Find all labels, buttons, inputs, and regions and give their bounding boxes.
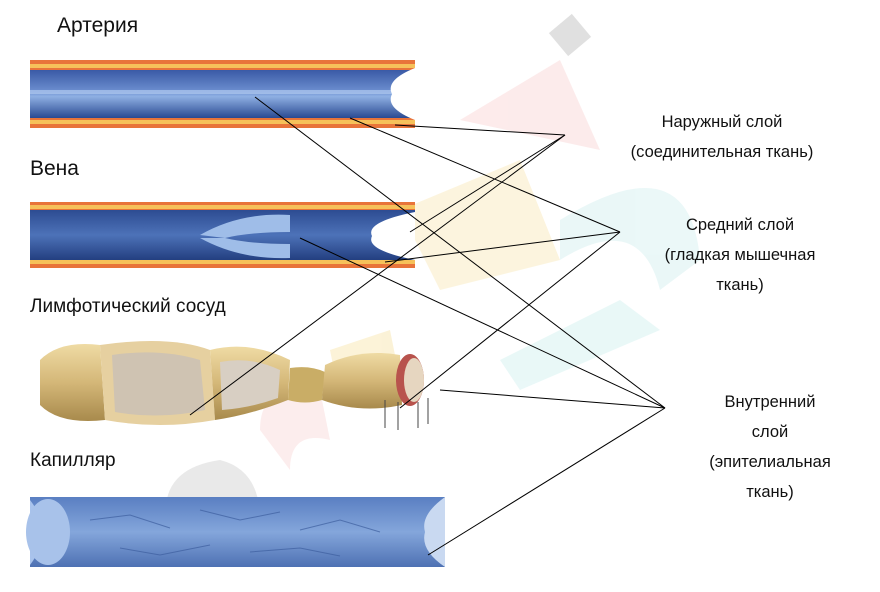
inner-layer-line3: (эпителиальная: [709, 453, 831, 471]
middle-layer-line1: Средний слой: [685, 216, 795, 234]
inner-layer-line4: ткань): [746, 483, 794, 501]
outer-layer-line2: (соединительная ткань): [630, 143, 814, 161]
inner-layer-line2: слой: [751, 423, 789, 441]
middle-layer-line2: (гладкая мышечная: [664, 246, 816, 264]
leader-lines: [189, 96, 666, 556]
label-outer-layer: Наружный слой (соединительная ткань): [607, 107, 837, 167]
vein-vessel: [30, 202, 415, 268]
artery-vessel: [30, 60, 415, 128]
label-inner-layer: Внутренний слой (эпителиальная ткань): [690, 387, 850, 507]
capillary-vessel: [26, 497, 445, 567]
inner-layer-line1: Внутренний: [724, 393, 816, 411]
label-artery: Артерия: [57, 14, 139, 37]
lymph-vessel: [40, 341, 429, 430]
middle-layer-line3: ткань): [716, 276, 764, 294]
label-vein: Вена: [30, 157, 79, 180]
outer-layer-line1: Наружный слой: [661, 113, 783, 131]
label-capillary: Капилляр: [30, 450, 116, 471]
label-lymph-vessel: Лимфотический сосуд: [30, 296, 226, 317]
label-middle-layer: Средний слой (гладкая мышечная ткань): [640, 210, 840, 300]
